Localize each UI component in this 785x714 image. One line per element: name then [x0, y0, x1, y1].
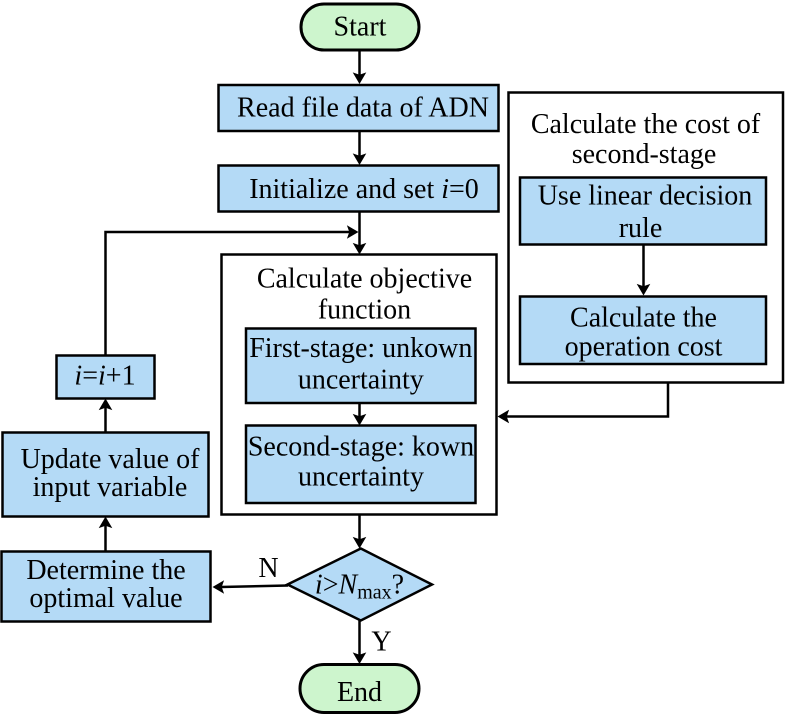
svg-text:Y: Y — [371, 627, 391, 658]
svg-text:optimal value: optimal value — [29, 583, 182, 614]
svg-text:Start: Start — [334, 12, 387, 43]
svg-text:uncertainty: uncertainty — [298, 365, 424, 396]
svg-text:Determine the: Determine the — [26, 555, 185, 586]
svg-text:N: N — [258, 553, 278, 584]
svg-text:Calculate the: Calculate the — [570, 303, 717, 334]
svg-text:Second-stage: kown: Second-stage: kown — [248, 431, 474, 462]
svg-text:function: function — [318, 295, 411, 326]
svg-text:uncertainty: uncertainty — [298, 462, 424, 493]
svg-text:second-stage: second-stage — [572, 139, 717, 170]
svg-text:Initialize and set i=0: Initialize and set i=0 — [249, 174, 479, 205]
svg-text:Calculate objective: Calculate objective — [257, 264, 472, 295]
svg-text:First-stage: unkown: First-stage: unkown — [249, 333, 472, 364]
svg-text:Update value of: Update value of — [21, 444, 200, 475]
svg-text:Use linear decision: Use linear decision — [538, 181, 753, 212]
svg-text:End: End — [337, 677, 382, 708]
svg-text:i=i+1: i=i+1 — [74, 360, 135, 391]
svg-text:rule: rule — [619, 213, 663, 244]
svg-text:operation cost: operation cost — [565, 332, 723, 363]
svg-text:input variable: input variable — [33, 472, 188, 503]
svg-text:Read file data of ADN: Read file data of ADN — [237, 93, 489, 124]
svg-text:Calculate the cost of: Calculate the cost of — [531, 109, 761, 140]
